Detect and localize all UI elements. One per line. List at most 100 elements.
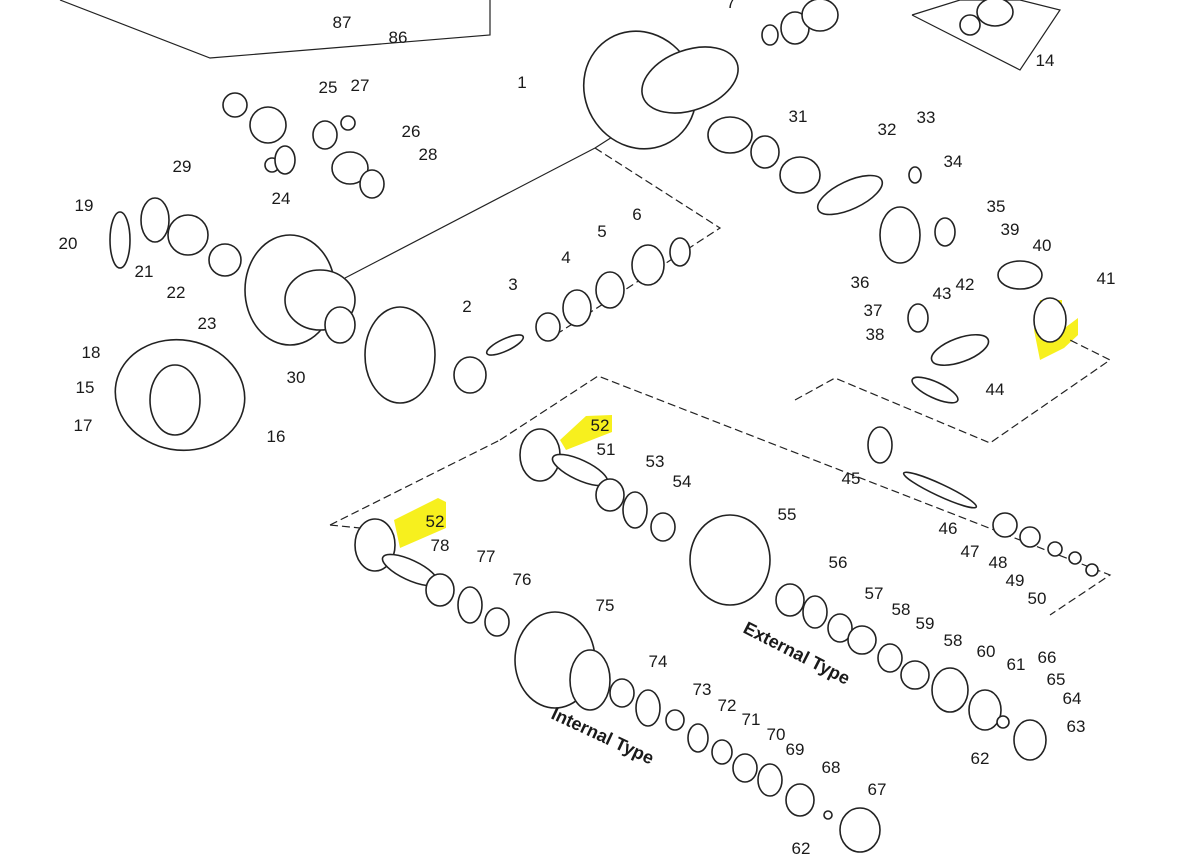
callout-78: 78 <box>431 536 450 555</box>
callout-33: 33 <box>917 108 936 127</box>
part-shape <box>535 312 561 342</box>
part-shape <box>167 214 209 256</box>
part-shape <box>425 573 455 607</box>
part-shape <box>569 649 611 711</box>
callout-18: 18 <box>82 343 101 362</box>
callout-49: 49 <box>1006 571 1025 590</box>
callout-47: 47 <box>961 542 980 561</box>
callout-31: 31 <box>789 107 808 126</box>
part-shape <box>208 243 242 277</box>
part-shape <box>274 145 296 175</box>
callout-69: 69 <box>786 740 805 759</box>
part-shape <box>249 106 287 144</box>
callout-50: 50 <box>1028 589 1047 608</box>
callout-51: 51 <box>597 440 616 459</box>
part-shape <box>711 739 733 765</box>
callout-3: 3 <box>508 275 517 294</box>
part-shape <box>911 376 959 404</box>
callout-71: 71 <box>742 710 761 729</box>
part-shape <box>149 364 201 436</box>
callout-38: 38 <box>866 325 885 344</box>
callout-62: 62 <box>971 749 990 768</box>
callout-59: 59 <box>916 614 935 633</box>
part-shape <box>562 289 592 327</box>
callout-67: 67 <box>868 780 887 799</box>
callout-68: 68 <box>822 758 841 777</box>
callout-56: 56 <box>829 553 848 572</box>
callout-15: 15 <box>76 378 95 397</box>
part-shape <box>1033 297 1067 343</box>
part-shape <box>1068 551 1082 565</box>
part-shape <box>839 807 881 853</box>
part-shape <box>879 206 921 264</box>
callout-77: 77 <box>477 547 496 566</box>
callout-41: 41 <box>1097 269 1116 288</box>
callout-60: 60 <box>977 642 996 661</box>
part-shape <box>902 471 978 509</box>
part-shape <box>687 723 709 753</box>
callout-30: 30 <box>287 368 306 387</box>
callout-75: 75 <box>596 596 615 615</box>
callout-36: 36 <box>851 273 870 292</box>
callout-7: 7 <box>726 0 735 12</box>
part-shape <box>622 491 648 529</box>
callout-55: 55 <box>778 505 797 524</box>
part-shape <box>931 667 969 713</box>
callout-86: 86 <box>389 28 408 47</box>
callout-43: 43 <box>933 284 952 303</box>
callout-5: 5 <box>597 222 606 241</box>
parts <box>109 0 1099 853</box>
part-shape <box>324 306 356 344</box>
part-shape <box>707 116 753 154</box>
callout-14: 14 <box>1036 51 1055 70</box>
part-shape <box>669 237 691 267</box>
callout-29: 29 <box>173 157 192 176</box>
callout-42: 42 <box>956 275 975 294</box>
callout-46: 46 <box>939 519 958 538</box>
part-shape <box>457 586 483 624</box>
callout-65: 65 <box>1047 670 1066 689</box>
callout-2: 2 <box>462 297 471 316</box>
callout-45: 45 <box>842 469 861 488</box>
part-shape <box>222 92 248 118</box>
callout-76: 76 <box>513 570 532 589</box>
callout-6: 6 <box>632 205 641 224</box>
callout-73: 73 <box>693 680 712 699</box>
highlight-52-upper <box>560 415 612 450</box>
callout-74: 74 <box>649 652 668 671</box>
part-shape <box>312 120 338 150</box>
callout-34: 34 <box>944 152 963 171</box>
callout-63: 63 <box>1067 717 1086 736</box>
callout-44: 44 <box>986 380 1005 399</box>
callout-58: 58 <box>944 631 963 650</box>
part-shape <box>1013 719 1047 761</box>
callout-22: 22 <box>167 283 186 302</box>
callout-16: 16 <box>267 427 286 446</box>
part-shape <box>823 810 833 820</box>
part-shape <box>340 115 356 131</box>
part-shape <box>801 0 839 32</box>
part-shape <box>847 625 877 655</box>
callout-39: 39 <box>1001 220 1020 239</box>
part-shape <box>757 763 783 797</box>
part-shape <box>650 512 676 542</box>
callout-35: 35 <box>987 197 1006 216</box>
callout-27: 27 <box>351 76 370 95</box>
part-shape <box>359 169 385 199</box>
highlight-52-lower <box>394 498 446 548</box>
part-shape <box>665 709 685 731</box>
callout-61: 61 <box>1007 655 1026 674</box>
callout-53: 53 <box>646 452 665 471</box>
callout-62: 62 <box>792 839 811 858</box>
callout-87: 87 <box>333 13 352 32</box>
callout-20: 20 <box>59 234 78 253</box>
callout-57: 57 <box>865 584 884 603</box>
part-shape <box>484 607 510 637</box>
callout-37: 37 <box>864 301 883 320</box>
callout-17: 17 <box>74 416 93 435</box>
callout-1: 1 <box>517 73 526 92</box>
part-shape <box>364 306 436 404</box>
part-shape <box>775 583 805 617</box>
part-shape <box>996 715 1010 729</box>
